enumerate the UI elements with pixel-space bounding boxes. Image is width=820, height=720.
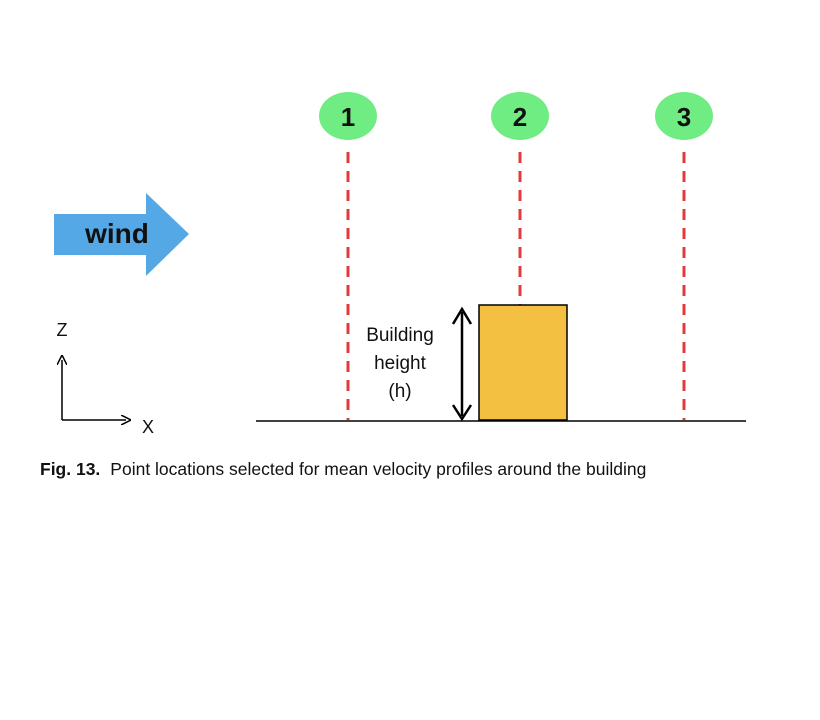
building-height-line1: Building	[366, 325, 434, 346]
height-arrow-bottom-head	[451, 404, 473, 422]
diagram: 1 2 3 wind Z X Building height (h)	[54, 92, 746, 437]
location-marker-1-ellipse	[319, 92, 377, 140]
building	[478, 304, 568, 421]
location-marker-3-ellipse	[655, 92, 713, 140]
location-marker-3-label: 3	[677, 102, 691, 132]
figure-number: Fig. 13.	[40, 459, 101, 479]
location-marker-2: 2	[491, 92, 549, 140]
figure-caption: Fig. 13. Point locations selected for mea…	[40, 459, 800, 480]
wind-arrow-shape	[54, 193, 189, 276]
wind-arrow: wind	[54, 193, 189, 276]
building-height-annotation: Building height (h)	[366, 306, 473, 422]
building-height-line3: (h)	[388, 381, 411, 402]
location-marker-3: 3	[655, 92, 713, 140]
building-height-line2: height	[374, 353, 426, 374]
location-marker-1: 1	[319, 92, 377, 140]
caption-text: Point locations selected for mean veloci…	[110, 459, 647, 479]
location-marker-1-label: 1	[341, 102, 355, 132]
wind-label: wind	[84, 218, 149, 249]
x-axis-label: X	[142, 417, 154, 437]
coordinate-axes: Z X	[57, 320, 155, 437]
location-marker-2-ellipse	[491, 92, 549, 140]
z-axis-label: Z	[57, 320, 68, 340]
height-arrow-top-head	[451, 306, 473, 325]
location-marker-2-label: 2	[513, 102, 527, 132]
